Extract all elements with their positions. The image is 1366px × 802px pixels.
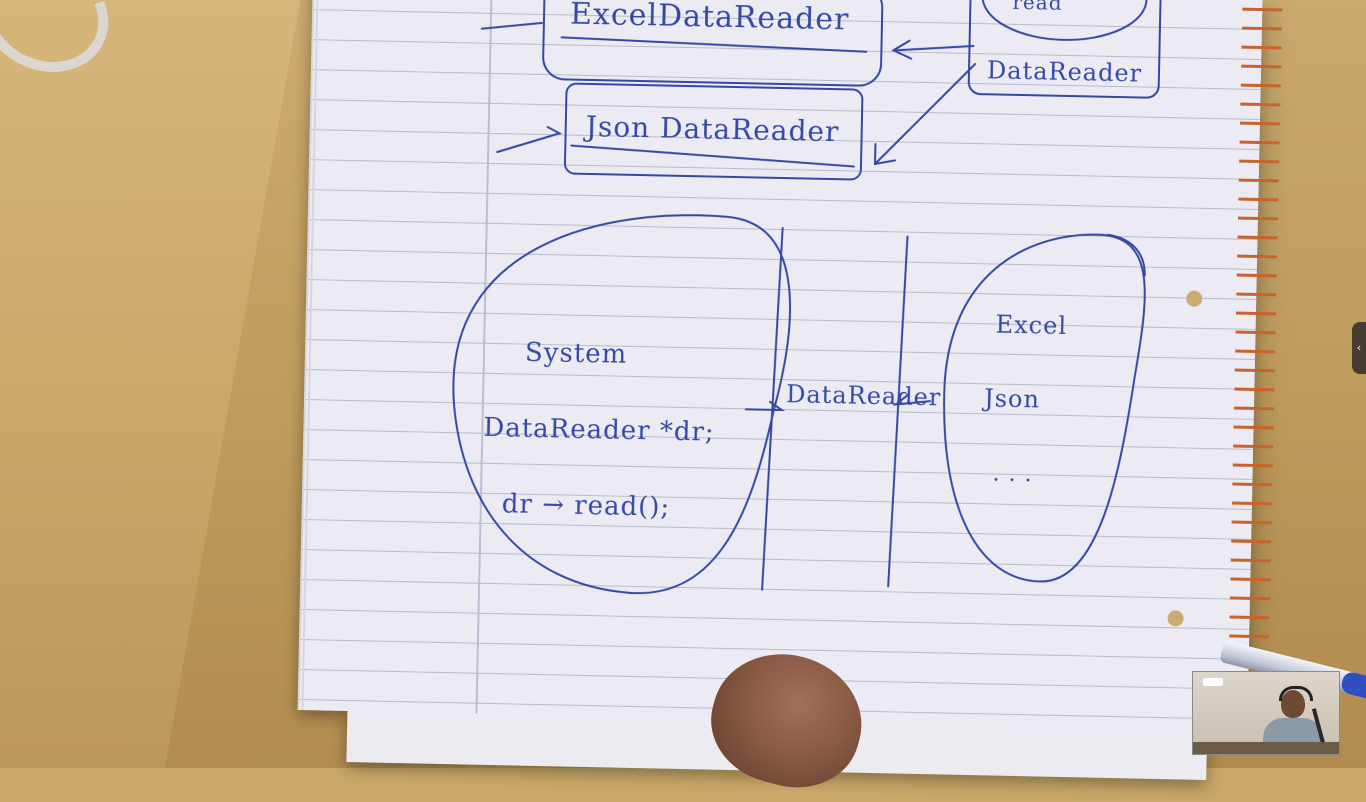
arrow-to-json bbox=[874, 63, 977, 165]
ceiling-light bbox=[1203, 678, 1223, 686]
excel-incoming-line bbox=[480, 21, 543, 30]
arrow-head-excel bbox=[891, 39, 913, 60]
system-ellipse bbox=[452, 214, 792, 594]
side-panel-toggle-button[interactable]: ‹ bbox=[1352, 322, 1366, 374]
middle-datareader-label: DataReader bbox=[786, 380, 942, 411]
interface-boundary-right bbox=[887, 235, 909, 588]
arrow-head-json bbox=[873, 142, 897, 166]
interface-box-outline bbox=[967, 0, 1162, 99]
impl-json-label: Json bbox=[981, 384, 1040, 413]
implementations-ellipse bbox=[943, 233, 1146, 583]
arrow-from-impls bbox=[892, 393, 932, 406]
excel-box-outline bbox=[542, 0, 884, 87]
chevron-left-icon: ‹ bbox=[1356, 341, 1362, 354]
code-line-declaration: DataReader *dr; bbox=[483, 413, 715, 448]
json-datareader-label: Json DataReader bbox=[582, 110, 839, 148]
arrow-into-datareader bbox=[744, 400, 786, 412]
system-label: System bbox=[525, 338, 628, 370]
desk-shelf bbox=[1193, 742, 1339, 754]
notebook: read ExcelDataReader Json DataReader Dat… bbox=[297, 0, 1283, 781]
handwritten-diagram: read ExcelDataReader Json DataReader Dat… bbox=[452, 0, 1162, 594]
excel-underline bbox=[560, 36, 868, 53]
code-line-call: dr → read(); bbox=[502, 489, 671, 523]
json-incoming-arrow bbox=[496, 126, 563, 154]
excel-datareader-label: ExcelDataReader bbox=[570, 0, 850, 37]
read-bubble-text: read bbox=[1012, 0, 1063, 15]
headphones-icon bbox=[1279, 686, 1313, 701]
read-bubble-outline bbox=[981, 0, 1148, 41]
json-underline bbox=[570, 144, 855, 168]
arrow-to-excel bbox=[894, 44, 975, 52]
interface-datareader-label: DataReader bbox=[987, 56, 1143, 87]
impl-more-label: . . . bbox=[992, 461, 1032, 487]
impl-excel-label: Excel bbox=[995, 311, 1067, 340]
json-box-outline bbox=[563, 82, 864, 181]
ellipse-overlap-stroke bbox=[1106, 233, 1146, 277]
webcam-thumbnail[interactable] bbox=[1192, 671, 1340, 755]
